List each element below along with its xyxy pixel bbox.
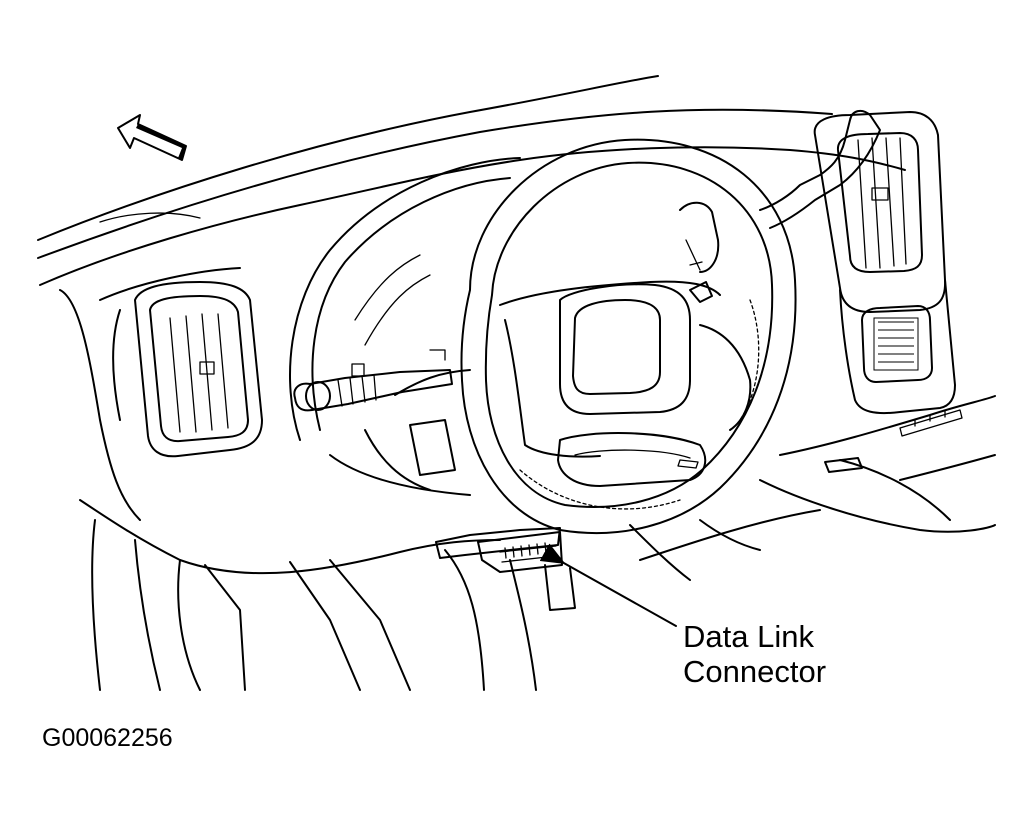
dash-left-side [79,309,501,691]
callout-label-line2: Connector [683,654,827,689]
windshield-edge [37,75,833,259]
dash-right-lower [759,395,996,533]
front-of-vehicle-arrow-icon [117,114,187,161]
instrument-cluster-hood [289,157,521,496]
right-air-vent [813,111,947,313]
shift-lever [679,109,881,273]
right-control-panel [839,279,956,415]
callout-leader-line [539,543,677,627]
callout-label: Data Link Connector [683,619,826,689]
multifunction-stalk [293,363,453,412]
figure-id: G00062256 [42,724,173,752]
lower-dash-panel [177,509,821,691]
dashboard-top [39,146,906,521]
left-air-vent [134,281,263,458]
callout-label-line1: Data Link [683,619,814,654]
steering-wheel [460,138,797,535]
